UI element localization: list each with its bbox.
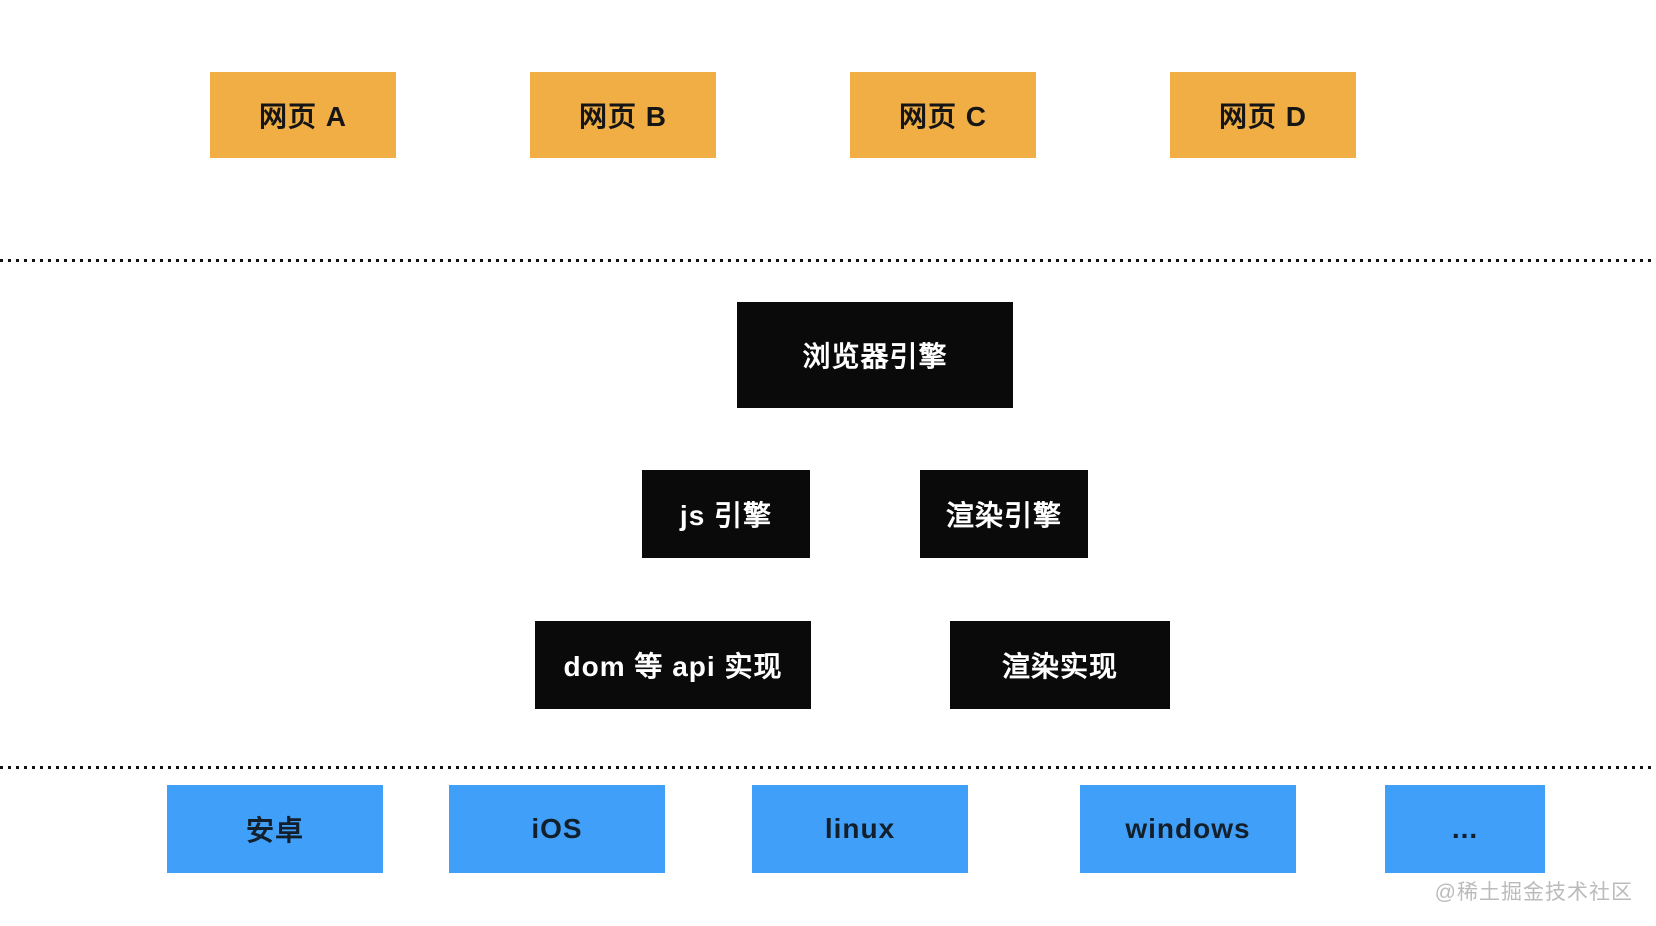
watermark: @稀土掘金技术社区 xyxy=(1434,881,1633,904)
render-implementation-node: 渲染实现 xyxy=(950,621,1170,709)
dom-api-implementation-node: dom 等 api 实现 xyxy=(535,621,811,709)
dotted-separator-bottom xyxy=(0,766,1656,769)
platform-windows-node: windows xyxy=(1080,785,1296,873)
platform-linux-node: linux xyxy=(752,785,968,873)
render-engine-node: 渲染引擎 xyxy=(920,470,1088,558)
dotted-separator-top xyxy=(0,259,1656,262)
platform-more-node: ... xyxy=(1385,785,1545,873)
platform-ios-node: iOS xyxy=(449,785,665,873)
webpage-b-node: 网页 B xyxy=(530,72,716,158)
browser-engine-node: 浏览器引擎 xyxy=(737,302,1013,408)
webpage-d-node: 网页 D xyxy=(1170,72,1356,158)
platform-android-node: 安卓 xyxy=(167,785,383,873)
webpage-a-node: 网页 A xyxy=(210,72,396,158)
js-engine-node: js 引擎 xyxy=(642,470,810,558)
webpage-c-node: 网页 C xyxy=(850,72,1036,158)
